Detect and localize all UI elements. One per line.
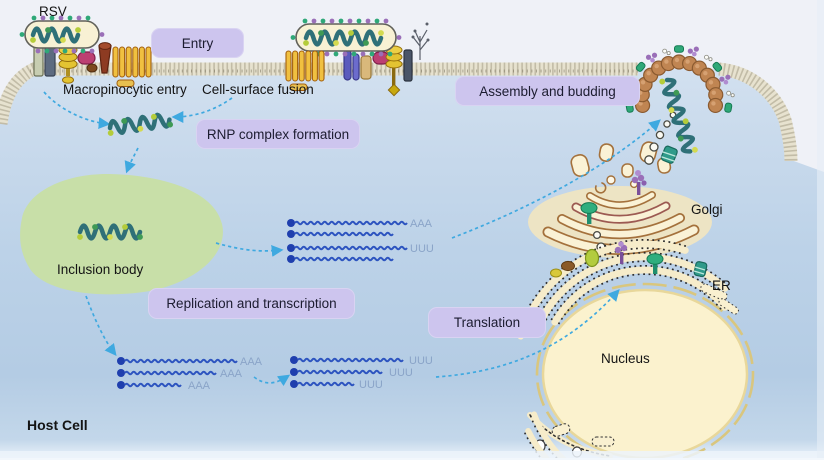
- rnp-helix-icon: [30, 26, 81, 44]
- nucleus: [535, 282, 755, 458]
- seven-tm-receptor-icon: [285, 50, 325, 91]
- purple-spike-icon: [723, 79, 729, 85]
- label-er: ER: [712, 278, 731, 293]
- label-inclusion-body: Inclusion body: [57, 262, 144, 277]
- matrix-sphere-icon: [707, 97, 724, 114]
- arrow-genome-to-antigenome: [253, 374, 291, 387]
- right-edge: [817, 0, 824, 458]
- transport-vesicles: [592, 111, 677, 252]
- arrow-cell-surface-fusion: [171, 97, 233, 123]
- rnp-helix-icon: [303, 29, 384, 47]
- glycan-tree-icon: [412, 29, 429, 60]
- mrna-group: AAA UUU: [287, 218, 434, 263]
- green-spike-icon: [712, 61, 723, 72]
- golgi-apparatus: [528, 141, 712, 258]
- stage-assembly-and-budding: Assembly and budding: [455, 76, 640, 106]
- stage-translation: Translation: [428, 307, 546, 338]
- purple-spike-icon: [692, 51, 697, 57]
- arrow-to-mrna: [215, 242, 284, 257]
- label-macropinocytic-entry: Macropinocytic entry: [63, 82, 187, 97]
- budding-virion: [623, 45, 735, 114]
- polya-tail-label: AAA: [410, 218, 433, 230]
- polya-tail-label: AAA: [220, 368, 243, 380]
- seven-tm-receptor-icon: [112, 46, 152, 87]
- arrow-to-genome: [85, 295, 117, 357]
- rnp-helix-icon: [77, 223, 143, 241]
- label-cell-surface-fusion: Cell-surface fusion: [202, 82, 314, 97]
- purple-spike-icon: [650, 57, 655, 63]
- label-host-cell: Host Cell: [27, 417, 88, 433]
- arrow-to-inclusion-body: [124, 147, 139, 174]
- stage-entry: Entry: [151, 28, 244, 58]
- polya-tail-label: UUU: [359, 379, 383, 391]
- bottom-edge: [0, 451, 824, 458]
- magenta-receptor-icon: [77, 51, 96, 65]
- label-nucleus: Nucleus: [601, 351, 650, 366]
- inclusion-body: [20, 173, 223, 295]
- rnp-helix-icon: [107, 112, 174, 136]
- green-spike-icon: [674, 45, 684, 53]
- label-rsv: RSV: [39, 4, 67, 19]
- polya-tail-label: AAA: [188, 380, 211, 392]
- virion-capsules: [19, 15, 402, 91]
- purple-glycoprotein-icon: [637, 182, 641, 195]
- arrow-translation-to-er: [435, 289, 620, 378]
- polya-tail-label: UUU: [389, 367, 413, 379]
- rnp-helices: [77, 77, 698, 241]
- stage-rnp-complex-formation: RNP complex formation: [196, 119, 360, 149]
- arrow-rnp-to-assembly: [451, 119, 661, 239]
- green-spike-icon: [724, 102, 733, 113]
- polya-tail-label: AAA: [240, 356, 263, 368]
- polya-tail-label: UUU: [409, 355, 433, 367]
- label-golgi: Golgi: [691, 202, 723, 217]
- green-glycoprotein-icon: [587, 211, 592, 224]
- rnp-helix-icon: [659, 77, 698, 154]
- polya-tail-label: UUU: [410, 243, 434, 255]
- green-spike-icon: [635, 61, 646, 72]
- arrow-macropinocytic-entry: [43, 91, 111, 129]
- er-proteins: [550, 241, 739, 315]
- pathway-arrows: [43, 91, 661, 387]
- stage-replication-and-transcription: Replication and transcription: [148, 288, 355, 319]
